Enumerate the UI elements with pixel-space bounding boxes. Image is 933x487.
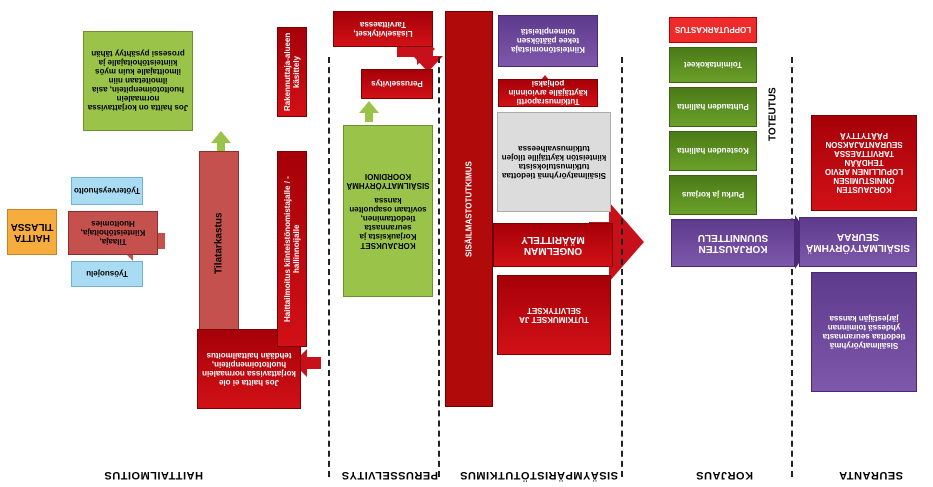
haittailmoitus-box: Haittailmoitus kiinteistönomistajalle / … <box>277 151 307 347</box>
toteutus-label: TOTEUTUS <box>767 87 779 142</box>
phase-label-haittailmoitus: HAITTAILMOITUS <box>103 469 203 481</box>
korjaus-step-1: Purku ja korjaus <box>669 175 757 215</box>
tiedottaminen-box: Sisäilmatyöryhmä tiedottaa tutkimustulok… <box>497 112 611 212</box>
phase-label-korjaus: KORJAUS <box>695 469 753 481</box>
korjaus-step-3: Puhtauden hallinta <box>669 87 757 127</box>
suunnittelu-box: KORJAUSTEN SUUNNITTELU <box>671 219 795 267</box>
tilaaja-box: Tilaaja, Kiinteistöhoitaja, Huoltomies <box>68 211 158 255</box>
tilatarkastus-box: Tilatarkastus <box>199 151 239 335</box>
perusselvitys-box: Perusselvitys <box>361 69 433 99</box>
raportti-box: Tutkimusraportti käyttäjälle arvioinnin … <box>498 79 598 107</box>
sisailmastotutkimus-box: SISÄILMASTOTUTKIMUS <box>445 11 493 407</box>
arrow-perus-lisa <box>413 42 443 72</box>
korjaukset-box: KORJAUKSET Korjauksista ja seurannasta t… <box>343 125 433 297</box>
divider-4 <box>791 57 793 477</box>
arrow-korjaus-perus-up <box>359 101 379 122</box>
lisaselvitykset-box: Lisäselvitykset, Tarvittaessa <box>333 11 433 47</box>
phase-label-sisaymparisto: SISÄYMPÄRISTÖTUTKIMUS <box>459 469 618 481</box>
tyoterveyshuolto-box: Työterveyshuolto <box>71 177 143 205</box>
rakennuttaja-box: Rakennuttaja-alueen käsittely <box>277 27 307 117</box>
fault-fixable-box: Jos haitta on korjattavissa normaalein h… <box>83 31 193 131</box>
divider-2 <box>438 57 440 477</box>
korjaus-step-4: Toimintakokeet <box>669 47 757 83</box>
arrow-tilatarkastus-down <box>211 131 231 152</box>
seuranta-tiedottaa-box: Sisäilmatyöryhmä tiedottaa seurannasta y… <box>811 272 917 392</box>
paatokset-box: Kiinteistönomistaja tekee päätöksen toim… <box>498 15 598 67</box>
ryhma-seuraa-box: SISÄILMATYÖRYHMÄ SEURAA <box>799 217 917 267</box>
haitta-tilassa-box: HAITTA TILASSA <box>7 209 57 255</box>
arvio-box: KORJAUSTEN ONNISTUMISEN LOPULLINEN ARVIO… <box>811 115 917 211</box>
phase-label-seuranta: SEURANTA <box>838 469 903 481</box>
divider-3 <box>621 57 623 477</box>
divider-1 <box>328 57 330 477</box>
koordinointi-text: SISÄILMATYÖRYHMÄ KOORDINOI <box>346 172 430 190</box>
ongelman-maarittely-box: ONGELMAN MÄÄRITTELY <box>493 223 613 267</box>
phase-label-perusselvitys: PERUSSELVITYS <box>341 469 438 481</box>
korjaus-step-5: LOPPUTARKASTUS <box>669 17 757 43</box>
tyosuojelu-box: Työsuojelu <box>71 261 143 287</box>
korjaus-step-2: Kosteuden hallinta <box>669 131 757 171</box>
tutkimukset-box: TUTKIMUKSET JA SELVITYKSET <box>497 275 611 355</box>
korjaukset-text: KORJAUKSET Korjauksista ja seurannasta t… <box>349 196 427 250</box>
